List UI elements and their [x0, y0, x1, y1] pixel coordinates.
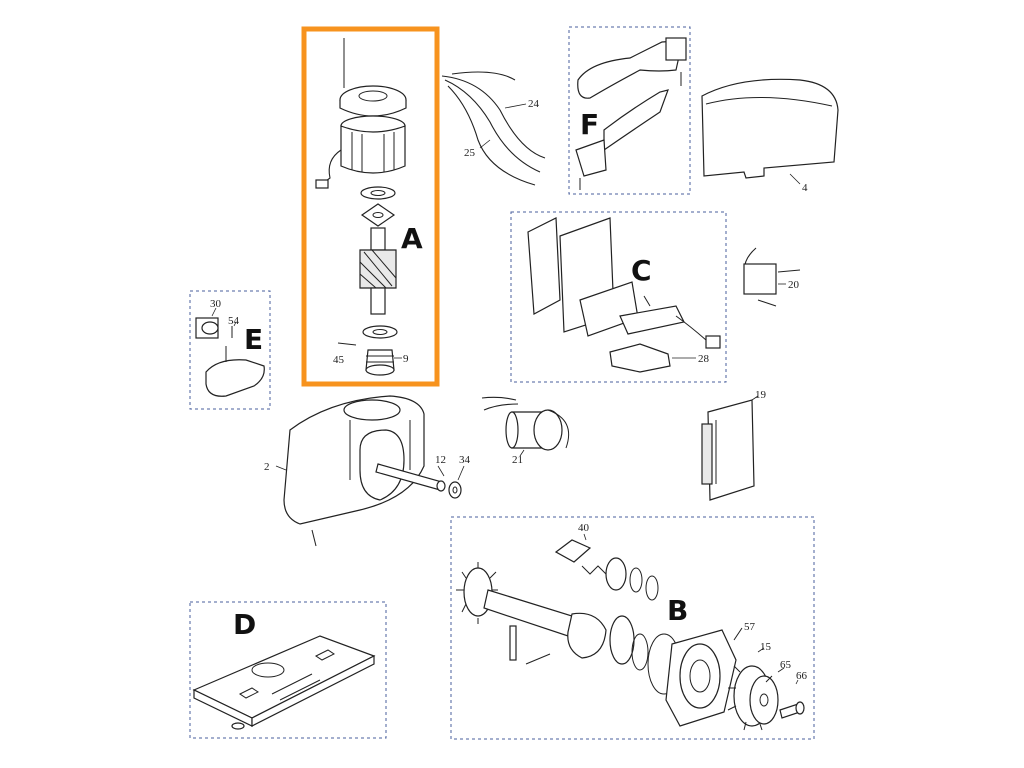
- label-section-f: F: [580, 108, 599, 141]
- part-number-40: 40: [578, 522, 590, 534]
- part-number-34: 34: [459, 454, 471, 466]
- part-number-57: 57: [744, 621, 756, 633]
- part-number-21: 21: [512, 454, 523, 466]
- group-a-highlight-frame: [301, 26, 440, 387]
- group-c-control-unit[interactable]: [510, 211, 727, 383]
- group-e-key-lock[interactable]: [189, 290, 271, 410]
- part-21-capacitor[interactable]: [481, 396, 570, 457]
- part-number-66: 66: [796, 670, 808, 682]
- label-section-b: B: [667, 594, 688, 627]
- wire-harness[interactable]: [441, 71, 546, 186]
- part-number-65: 65: [780, 659, 792, 671]
- part-number-45: 45: [333, 354, 345, 366]
- label-section-c: C: [631, 254, 652, 287]
- part-19-circuit-board[interactable]: [701, 395, 759, 501]
- group-f-release-lever[interactable]: [568, 26, 691, 195]
- part-number-25: 25: [464, 147, 476, 159]
- label-section-e: E: [244, 323, 263, 356]
- group-d-base-plate[interactable]: [189, 601, 387, 739]
- part-number-15: 15: [760, 641, 772, 653]
- group-b-drive-gear[interactable]: [450, 516, 815, 740]
- part-12-shaft[interactable]: [375, 463, 465, 499]
- part-number-2: 2: [264, 461, 270, 473]
- part-number-30: 30: [210, 298, 222, 310]
- part-number-24: 24: [528, 98, 540, 110]
- part-number-9: 9: [403, 353, 409, 365]
- part-20-sensor[interactable]: [743, 247, 801, 307]
- label-section-d: D: [233, 608, 256, 641]
- group-a-motor[interactable]: [301, 26, 440, 387]
- part-number-12: 12: [435, 454, 446, 466]
- label-section-a: A: [401, 222, 423, 255]
- part-number-54: 54: [228, 315, 240, 327]
- part-number-19: 19: [755, 389, 767, 401]
- part-number-28: 28: [698, 353, 710, 365]
- part-number-20: 20: [788, 279, 800, 291]
- part-cover[interactable]: [701, 78, 839, 185]
- part-number-4: 4: [802, 182, 808, 194]
